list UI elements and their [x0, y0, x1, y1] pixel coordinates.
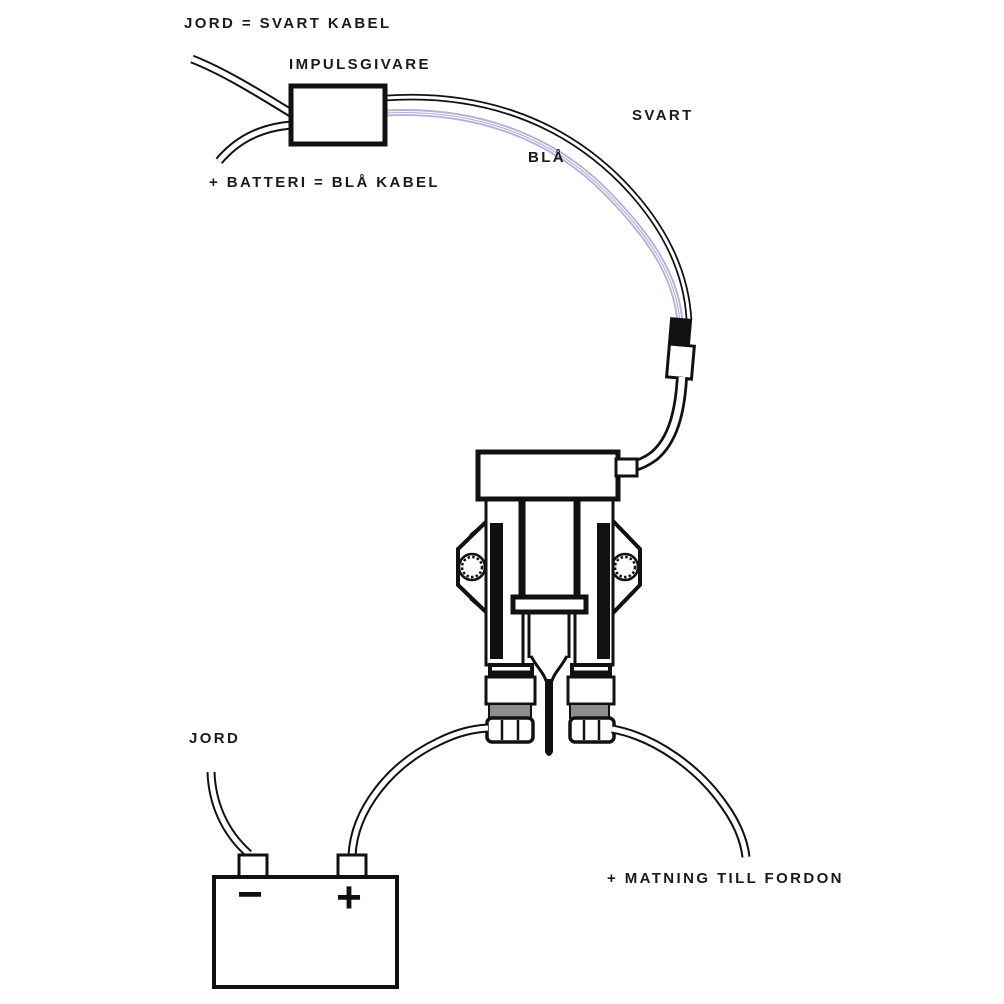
label-bla: BLÅ: [528, 149, 567, 166]
battery-negative-symbol: −: [237, 870, 263, 919]
right-terminal: [566, 663, 616, 744]
blue-cable-core: [385, 111, 681, 325]
black-cable: [385, 93, 693, 321]
label-svart: SVART: [632, 107, 694, 124]
pulse-unit: [456, 449, 642, 756]
left-terminal: [484, 663, 537, 744]
right-terminal-nut: [568, 716, 616, 744]
battery-positive-wire: [347, 723, 489, 857]
battery-wire-top-left: [215, 120, 292, 164]
right-ear-hole: [613, 555, 637, 579]
left-terminal-nut: [485, 716, 535, 744]
left-ear-hole: [460, 555, 484, 579]
right-leg-shadow: [597, 523, 610, 659]
impulse-sensor-box: [288, 83, 388, 147]
left-terminal-collar: [488, 703, 532, 719]
sheathed-cable: [632, 376, 688, 472]
stem-crossbar: [510, 594, 589, 615]
right-mounting-ear: [610, 515, 642, 619]
label-vehicle-feed: + MATNING TILL FORDON: [607, 870, 844, 887]
center-probe: [529, 655, 569, 756]
label-impulsgivare: IMPULSGIVARE: [289, 56, 431, 73]
center-stem: [518, 493, 581, 604]
battery-body: [212, 875, 399, 989]
battery-positive-symbol: +: [336, 873, 362, 922]
cable-connector: [664, 317, 696, 381]
blue-cable: [385, 109, 684, 325]
label-battery-blue: + BATTERI = BLÅ KABEL: [209, 174, 440, 191]
right-terminal-collar: [569, 703, 610, 719]
blue-cable-casing: [385, 109, 684, 325]
label-ground-bottom: JORD: [189, 730, 241, 747]
cable-entry-stub: [614, 457, 639, 478]
battery: [212, 853, 399, 989]
left-mounting-ear: [456, 515, 490, 619]
ground-wire-top-left: [190, 54, 294, 117]
ground-wire-bottom: [206, 771, 253, 858]
left-leg-shadow: [490, 523, 503, 659]
unit-head: [475, 449, 621, 502]
label-ground-top: JORD = SVART KABEL: [184, 15, 392, 32]
vehicle-feed-wire: [611, 724, 751, 858]
